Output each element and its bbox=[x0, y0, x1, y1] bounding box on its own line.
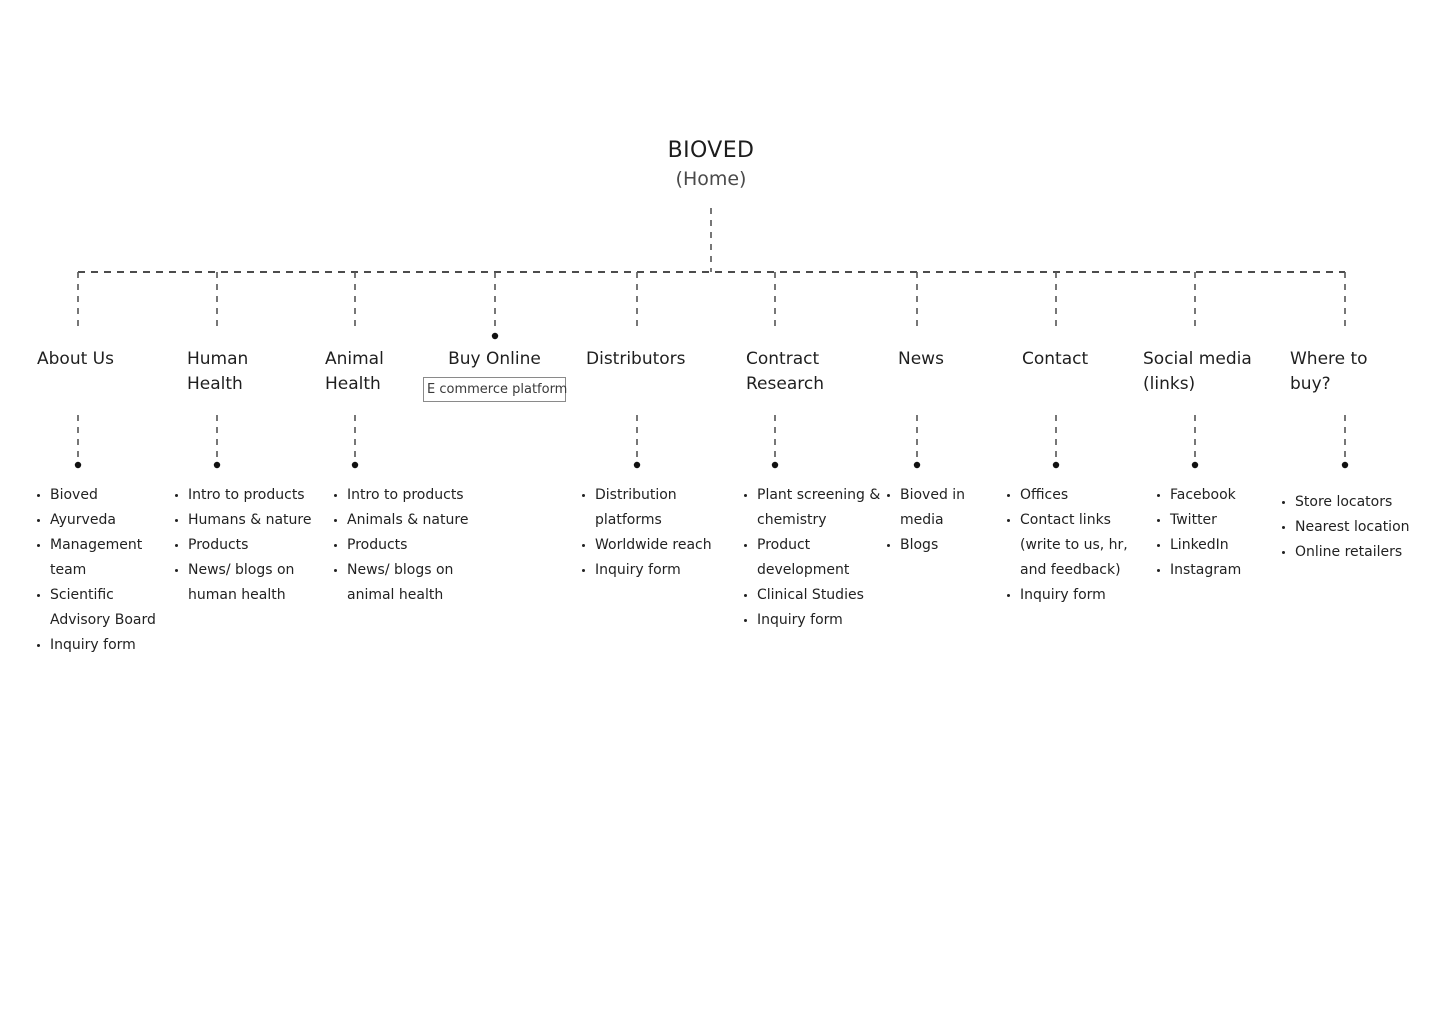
node-distributors[interactable]: Distributors bbox=[586, 347, 686, 372]
dot-contact bbox=[1052, 461, 1060, 469]
list-item[interactable]: Clinical Studies bbox=[742, 583, 882, 608]
list-item[interactable]: Inquiry form bbox=[580, 558, 728, 583]
node-title-social-media: Social media (links) bbox=[1143, 349, 1252, 394]
dot-about-us bbox=[74, 461, 82, 469]
ecommerce-platform-box[interactable]: E commerce platform bbox=[423, 377, 568, 402]
list-item[interactable]: Offices bbox=[1005, 483, 1140, 508]
list-item[interactable]: News/ blogs on animal health bbox=[332, 558, 482, 608]
list-item[interactable]: Instagram bbox=[1155, 558, 1275, 583]
root-subtitle: (Home) bbox=[675, 168, 747, 190]
list-item[interactable]: Intro to products bbox=[173, 483, 323, 508]
dot-contract-research bbox=[771, 461, 779, 469]
dot-buy-online-top bbox=[491, 332, 499, 340]
list-item[interactable]: Distribution platforms bbox=[580, 483, 728, 533]
node-title-buy-online: Buy Online bbox=[448, 349, 541, 369]
list-item[interactable]: Animals & nature bbox=[332, 508, 482, 533]
node-contact[interactable]: Contact bbox=[1022, 347, 1088, 372]
list-item[interactable]: Nearest location bbox=[1280, 515, 1440, 540]
list-item[interactable]: LinkedIn bbox=[1155, 533, 1275, 558]
node-title-about-us: About Us bbox=[37, 349, 114, 369]
dot-social-media bbox=[1191, 461, 1199, 469]
root-title: BIOVED bbox=[667, 138, 755, 163]
node-buy-online[interactable]: Buy Online E commerce platform bbox=[423, 347, 568, 402]
list-item[interactable]: Ayurveda bbox=[35, 508, 175, 533]
list-item[interactable]: Online retailers bbox=[1280, 540, 1440, 565]
node-title-human-health: Human Health bbox=[187, 349, 249, 394]
list-item[interactable]: Inquiry form bbox=[35, 633, 175, 658]
list-item[interactable]: Scientific Advisory Board bbox=[35, 583, 175, 633]
dot-news bbox=[913, 461, 921, 469]
list-item[interactable]: Worldwide reach bbox=[580, 533, 728, 558]
list-item[interactable]: Store locators bbox=[1280, 490, 1440, 515]
node-social-media[interactable]: Social media (links) bbox=[1143, 347, 1252, 397]
list-item[interactable]: Inquiry form bbox=[1005, 583, 1140, 608]
node-title-distributors: Distributors bbox=[586, 349, 686, 369]
list-item[interactable]: Plant screening & chemistry bbox=[742, 483, 882, 533]
list-item[interactable]: Humans & nature bbox=[173, 508, 323, 533]
list-item[interactable]: Products bbox=[173, 533, 323, 558]
list-item[interactable]: Management team bbox=[35, 533, 175, 583]
list-item[interactable]: Product development bbox=[742, 533, 882, 583]
list-item[interactable]: Bioved bbox=[35, 483, 175, 508]
node-news[interactable]: News bbox=[898, 347, 944, 372]
list-item[interactable]: Blogs bbox=[885, 533, 990, 558]
dot-distributors bbox=[633, 461, 641, 469]
list-item[interactable]: Contact links (write to us, hr, and feed… bbox=[1005, 508, 1140, 583]
node-contract-research[interactable]: Contract Research bbox=[746, 347, 824, 397]
list-item[interactable]: News/ blogs on human health bbox=[173, 558, 323, 608]
node-title-animal-health: Animal Health bbox=[325, 349, 384, 394]
node-where-to-buy[interactable]: Where to buy? bbox=[1290, 347, 1368, 397]
list-item[interactable]: Intro to products bbox=[332, 483, 482, 508]
dot-where-to-buy bbox=[1341, 461, 1349, 469]
node-title-contact: Contact bbox=[1022, 349, 1089, 369]
list-item[interactable]: Facebook bbox=[1155, 483, 1275, 508]
list-item[interactable]: Bioved in media bbox=[885, 483, 990, 533]
list-item[interactable]: Twitter bbox=[1155, 508, 1275, 533]
list-item[interactable]: Products bbox=[332, 533, 482, 558]
root-node: BIOVED (Home) bbox=[561, 136, 861, 193]
node-animal-health[interactable]: Animal Health bbox=[325, 347, 384, 397]
node-title-news: News bbox=[898, 349, 944, 369]
ecommerce-platform-label: E commerce platform bbox=[427, 382, 568, 397]
node-human-health[interactable]: Human Health bbox=[187, 347, 248, 397]
list-item[interactable]: Inquiry form bbox=[742, 608, 882, 633]
dot-animal-health bbox=[351, 461, 359, 469]
dot-human-health bbox=[213, 461, 221, 469]
node-title-where-to-buy: Where to buy? bbox=[1290, 349, 1368, 394]
node-title-contract-research: Contract Research bbox=[746, 349, 824, 394]
node-about-us[interactable]: About Us bbox=[37, 347, 114, 372]
